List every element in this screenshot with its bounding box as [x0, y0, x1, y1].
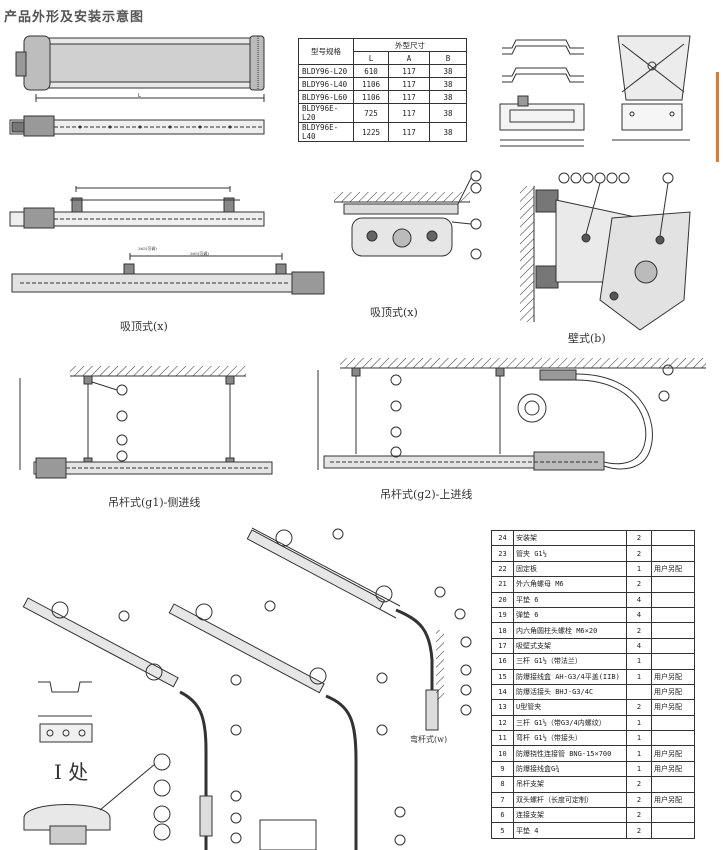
caption-bend: 弯杆式(w)	[410, 735, 448, 744]
dim-bracket-2: 365(可调)	[190, 251, 209, 256]
ceiling-end-view	[334, 170, 482, 260]
caption-ceiling-2: 吸顶式(x)	[370, 306, 418, 319]
caption-g1: 吊杆式(g1)-侧进线	[108, 496, 201, 509]
bend-rod-assemblies	[22, 527, 472, 850]
caption-g2: 吊杆式(g2)-上进线	[380, 488, 473, 501]
lamp-front-view: L	[15, 35, 265, 102]
lamp-side-view	[9, 115, 265, 137]
rod-mount-g2	[317, 358, 706, 471]
dim-bracket-1: 365(可调)	[138, 246, 157, 251]
ceiling-mount-side-views	[9, 186, 325, 295]
caption-ceiling-1: 吸顶式(x)	[120, 320, 168, 333]
spec-col-a: A	[388, 51, 430, 65]
caption-wall: 壁式(b)	[568, 332, 606, 345]
profile-drawings	[499, 35, 691, 147]
accent-bar	[716, 72, 719, 162]
spec-col-b: B	[429, 51, 467, 65]
svg-text:L: L	[138, 93, 141, 99]
spec-col-l: L	[353, 51, 389, 65]
spec-header-dims: 外型尺寸	[353, 38, 467, 52]
caption-detail-i: I 处	[54, 760, 89, 784]
spec-header-model: 型号规格	[298, 38, 354, 65]
wall-mount-view	[520, 172, 691, 331]
rod-mount-g1	[19, 366, 273, 479]
page-title: 产品外形及安装示意图	[4, 10, 145, 25]
